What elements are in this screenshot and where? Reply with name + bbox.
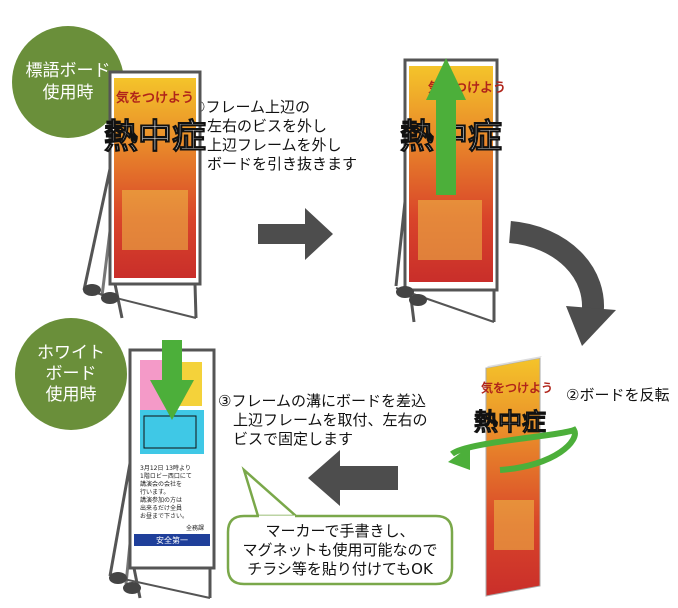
poster-top-text: 気をつけよう xyxy=(481,380,553,395)
step-1-text: ①フレーム上辺の 左右のビスを外し 上辺フレームを外し ボードを引き抜きます xyxy=(192,98,358,173)
step-2-text: ②ボードを反転 xyxy=(566,386,670,404)
down-arrow-icon xyxy=(150,340,194,420)
badge-line: 使用時 xyxy=(42,83,94,103)
up-arrow-icon xyxy=(426,58,466,195)
step-3-text: ③フレームの溝にボードを差込 上辺フレームを取付、左右の ビスで固定します xyxy=(218,392,428,448)
whiteboard-signature: 全務課 xyxy=(186,524,204,532)
left-arrow-icon xyxy=(308,450,398,506)
poster-top-text: 気をつけよう xyxy=(116,90,194,106)
slogan-board-badge: 標語ボード 使用時 xyxy=(12,26,124,138)
badge-line: ホワイト xyxy=(37,342,105,363)
callout-text: マーカーで手書きし、 マグネットも使用可能なので チラシ等を貼り付けてもOK xyxy=(242,522,438,578)
whiteboard-footer-text: 安全第一 xyxy=(156,535,188,545)
badge-line: 使用時 xyxy=(45,384,97,405)
flipping-board: 気をつけよう 熱中症 xyxy=(448,356,578,597)
green-rotate-arrow-icon xyxy=(448,446,470,470)
badge-line: 標語ボード xyxy=(25,61,111,81)
poster-main-text: 熱中症 xyxy=(474,408,546,436)
whiteboard-stand: 3月12日 13時より 1階ロビー西口にて 講演会の会社を 行います。 講演参加… xyxy=(108,340,216,599)
whiteboard-footer-band xyxy=(134,534,210,546)
curved-down-arrow-icon xyxy=(508,221,616,346)
badge-line: ボード xyxy=(45,363,97,384)
stand-1: 気をつけよう 熱中症 xyxy=(82,70,207,319)
right-arrow-icon xyxy=(258,208,333,260)
whiteboard-badge: ホワイト ボード 使用時 xyxy=(15,318,127,430)
whiteboard-memo: 3月12日 13時より 1階ロビー西口にて 講演会の会社を 行います。 講演参加… xyxy=(140,464,194,520)
poster-main-text: 熱中症 xyxy=(104,117,206,157)
callout-bubble xyxy=(226,466,454,586)
stand-2: 気をつけよう 熱中症 xyxy=(394,58,506,323)
